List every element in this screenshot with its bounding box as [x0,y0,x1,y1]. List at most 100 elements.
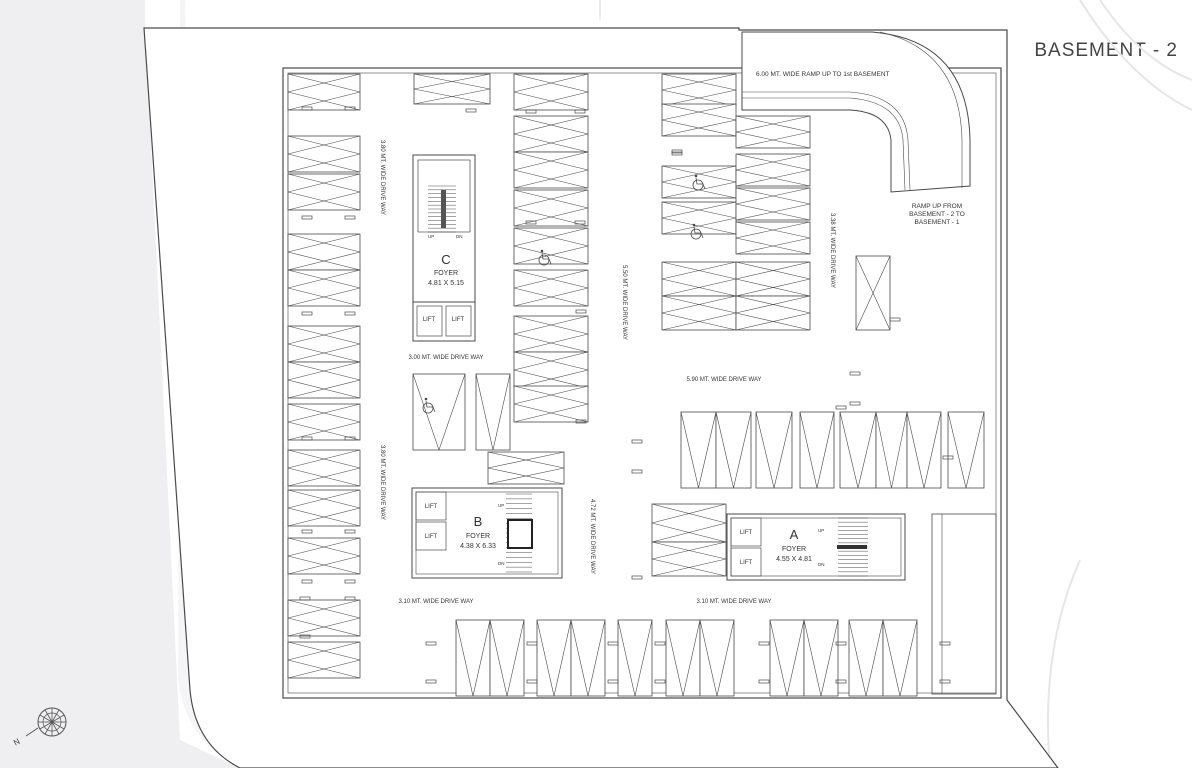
curb-stop [607,679,619,684]
core-c-foyer: FOYER [434,270,458,277]
curb-stop [344,579,356,584]
parking-bay [287,599,361,637]
curb-stop [849,401,861,406]
curb-stop [344,529,356,534]
curb-stop [344,215,356,220]
core-a-size: 4.55 X 4.81 [776,556,812,563]
curb-stop [574,220,586,225]
wheelchair-icon [422,397,436,414]
parking-bay [287,135,361,173]
plot-boundary [143,27,1059,768]
parking-bay [661,103,737,137]
curb-stop [525,109,537,114]
ramp: 6.00 MT. WIDE RAMP UP TO 1st BASEMENT RA… [741,31,971,226]
parking-bay [799,411,835,489]
parking-bay [287,269,361,307]
curb-stop [849,371,861,376]
parking-bay [665,619,701,697]
parking-bay [617,619,653,697]
parking-bay [513,151,589,189]
curb-stop [465,108,477,113]
parking-bay [287,537,361,575]
parking-bay [513,269,589,307]
parking-bay [906,411,942,489]
parking-bay [287,641,361,679]
driveway-right-338: 3.38 MT. WIDE DRIVE WAY [829,213,835,288]
parking-bay [839,411,877,489]
parking-bay [735,295,811,331]
parking-bay [735,153,811,187]
core-c: UP DN C FOYER 4.81 X 5.15 LIFT LIFT [412,154,476,342]
core-b-lift-2: LIFT [425,534,438,540]
ramp-side-label-1: RAMP UP FROM [912,203,962,210]
parking-bay [661,73,737,107]
parking-bay [882,619,918,697]
parking-bay [661,201,737,235]
curb-stop [671,151,683,156]
core-a-foyer: FOYER [782,546,806,553]
curb-stop [301,529,313,534]
curb-stop [575,419,587,424]
ramp-top-label: 6.00 MT. WIDE RAMP UP TO 1st BASEMENT [756,71,890,78]
parking-bay [661,261,737,297]
curb-stop [301,215,313,220]
driveway-center-550: 5.50 MT. WIDE DRIVE WAY [621,265,627,340]
parking-bay [475,373,511,451]
parking-bay [513,227,589,265]
sheet-title: BASEMENT - 2 [1034,40,1178,61]
curb-stop [631,469,643,474]
ramp-side-label-2: BASEMENT - 2 TO [909,211,965,218]
curb-stop [758,679,770,684]
core-b-letter: B [474,514,483,529]
core-c-letter: C [441,252,450,267]
core-a: LIFT LIFT A FOYER 4.55 X 4.81 UP DN [726,513,906,581]
curb-stop [344,436,356,441]
parking-bay [487,451,565,485]
parking-bay [735,261,811,297]
curb-stop [344,596,356,601]
core-b-up: UP [498,503,504,508]
basement-outline [282,67,1002,699]
parking-bay [570,619,606,697]
parking-bay [513,73,589,111]
core-c-lift-1: LIFT [423,317,436,323]
core-c-lift-2: LIFT [452,317,465,323]
parking-bay [287,325,361,363]
driveway-bottom-left-310: 3.10 MT. WIDE DRIVE WAY [398,599,473,605]
parking-bay [287,361,361,399]
north-label: N [12,737,22,748]
parking-bay [287,449,361,487]
parking-bay [287,73,361,111]
driveway-center-472: 4.72 MT. WIDE DRIVE WAY [589,499,595,574]
parking-bay [287,173,361,211]
parking-bay [769,619,805,697]
curb-stop [671,149,683,154]
curb-stop [942,455,954,460]
curb-stop [939,641,951,646]
curb-stop [631,575,643,580]
parking-bay [287,403,361,441]
parking-bay [661,165,737,199]
parking-bay [536,619,572,697]
parking-bay [735,221,811,255]
parking-bay [735,115,811,149]
curb-stop [344,311,356,316]
core-b-lift-1: LIFT [425,504,438,510]
curb-stop [299,634,311,639]
core-c-size: 4.81 X 5.15 [428,280,464,287]
core-b-dn: DN [498,561,505,566]
core-a-dn: DN [818,562,825,567]
parking-bay [413,73,491,105]
curb-stop [344,106,356,111]
parking-bay [651,503,727,543]
parking-bay [755,411,793,489]
curb-stop [939,679,951,684]
parking-bay [735,187,811,221]
parking-bay [513,351,589,389]
curb-stop [758,641,770,646]
driveway-center-3m: 3.00 MT. WIDE DRIVE WAY [408,355,483,361]
parking-bay [947,411,985,489]
curb-stop [574,109,586,114]
curb-stop [835,405,847,410]
core-b-size: 4.38 X 6.33 [460,543,496,550]
